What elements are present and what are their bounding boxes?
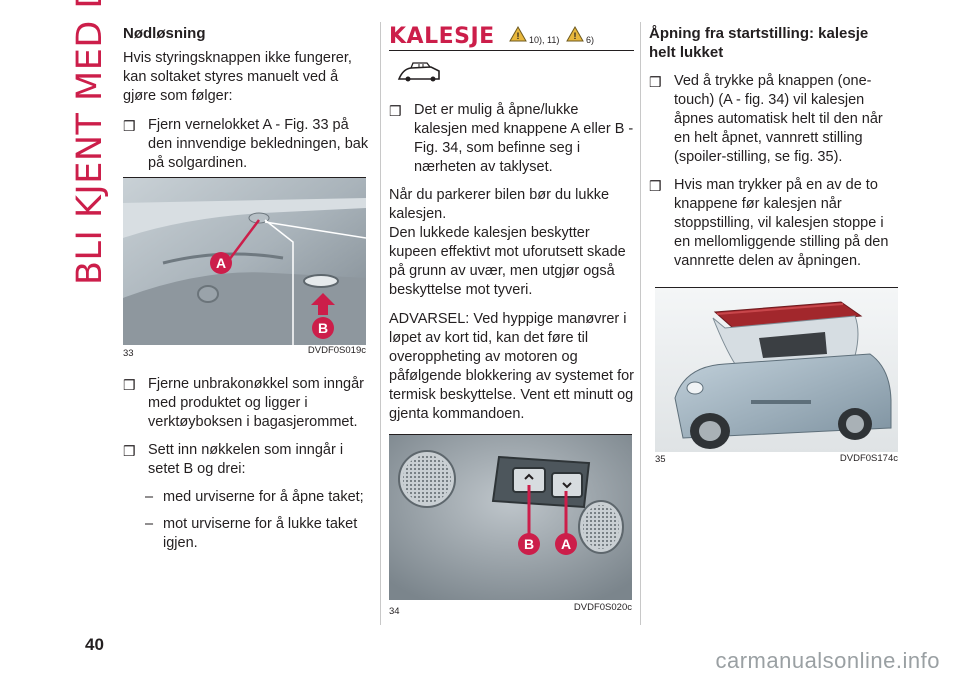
bullet-icon: ❒ [649,74,662,90]
list-item: ❒Det er mulig å åpne/lukke kalesjen med … [389,102,634,175]
car-roof-icon [397,62,440,82]
figure-label-a: A [561,536,571,552]
bullet-icon: ❒ [389,103,402,119]
column-1-continued: ❒Fjerne unbrakonøkkel som inngår med pro… [123,375,371,561]
page-number: 40 [85,635,104,654]
column-divider [380,22,381,625]
bullet-icon: ❒ [649,178,662,194]
figure-33-image: A B [123,178,366,345]
bullet-icon: ❒ [123,118,136,134]
warning-ref: 6) [586,35,595,45]
figure-code: DVDF0S174c [839,453,898,464]
figure-label-b: B [524,536,534,552]
warning-icon: ! [509,26,527,42]
list-item: ❒Sett inn nøkkelen som inngår i setet B … [123,442,344,477]
figure-33: A B 33 DVDF0S019c [123,177,366,359]
list-item: ❒Fjern vernelokket A - Fig. 33 på den in… [123,117,369,171]
column-3: Åpning fra startstilling: kalesje helt l… [649,24,899,280]
bullet-icon: ❒ [123,377,136,393]
intro-text: Hvis styringsknappen ikke fungerer, kan … [123,50,352,104]
paragraph: Den lukkede kalesjen beskytter kupeen ef… [389,225,626,298]
figure-35: 35 DVDF0S174c [655,287,898,466]
figure-code: DVDF0S019c [307,345,366,356]
column-divider [640,22,641,625]
figure-34-image: B A [389,435,632,600]
figure-number: 34 [389,606,400,617]
svg-text:!: ! [574,31,577,41]
warning-icon: ! [566,26,584,42]
column-1: Nødløsning Hvis styringsknappen ikke fun… [123,24,371,182]
kalesje-header: KALESJE ! 10), 11) ! 6) [389,24,634,51]
section-title: KALESJE [389,24,495,49]
list-item: ❒Fjerne unbrakonøkkel som inngår med pro… [123,376,364,430]
figure-number: 35 [655,454,666,465]
figure-label-b: B [318,320,328,336]
sub-list-item: –med urviserne for å åpne taket; [145,489,364,505]
warning-paragraph: ADVARSEL: Ved hyppige manøvrer i løpet a… [389,311,635,422]
section-heading: Nødløsning [123,25,206,42]
figure-34: B A 34 DVDF0S020c [389,434,632,617]
bullet-icon: ❒ [123,443,136,459]
warning-ref: 10), 11) [529,35,560,45]
list-item: ❒Ved å trykke på knappen (one-touch) (A … [649,73,883,165]
list-item: ❒Hvis man trykker på en av de to knappen… [649,177,889,269]
section-side-title: BLI KJENT MED DIN BIL [70,0,110,285]
paragraph: Når du parkerer bilen bør du lukke kales… [389,187,610,222]
watermark: carmanualsonline.info [715,648,940,673]
svg-text:!: ! [517,31,520,41]
sub-list-item: –mot urviserne for å lukke taket igjen. [145,516,358,551]
figure-number: 33 [123,348,134,359]
figure-label-a: A [216,255,226,271]
section-heading: Åpning fra startstilling: kalesje helt l… [649,25,869,61]
column-2: ❒Det er mulig å åpne/lukke kalesjen med … [389,101,635,434]
figure-35-image [655,288,898,452]
figure-code: DVDF0S020c [573,602,632,613]
